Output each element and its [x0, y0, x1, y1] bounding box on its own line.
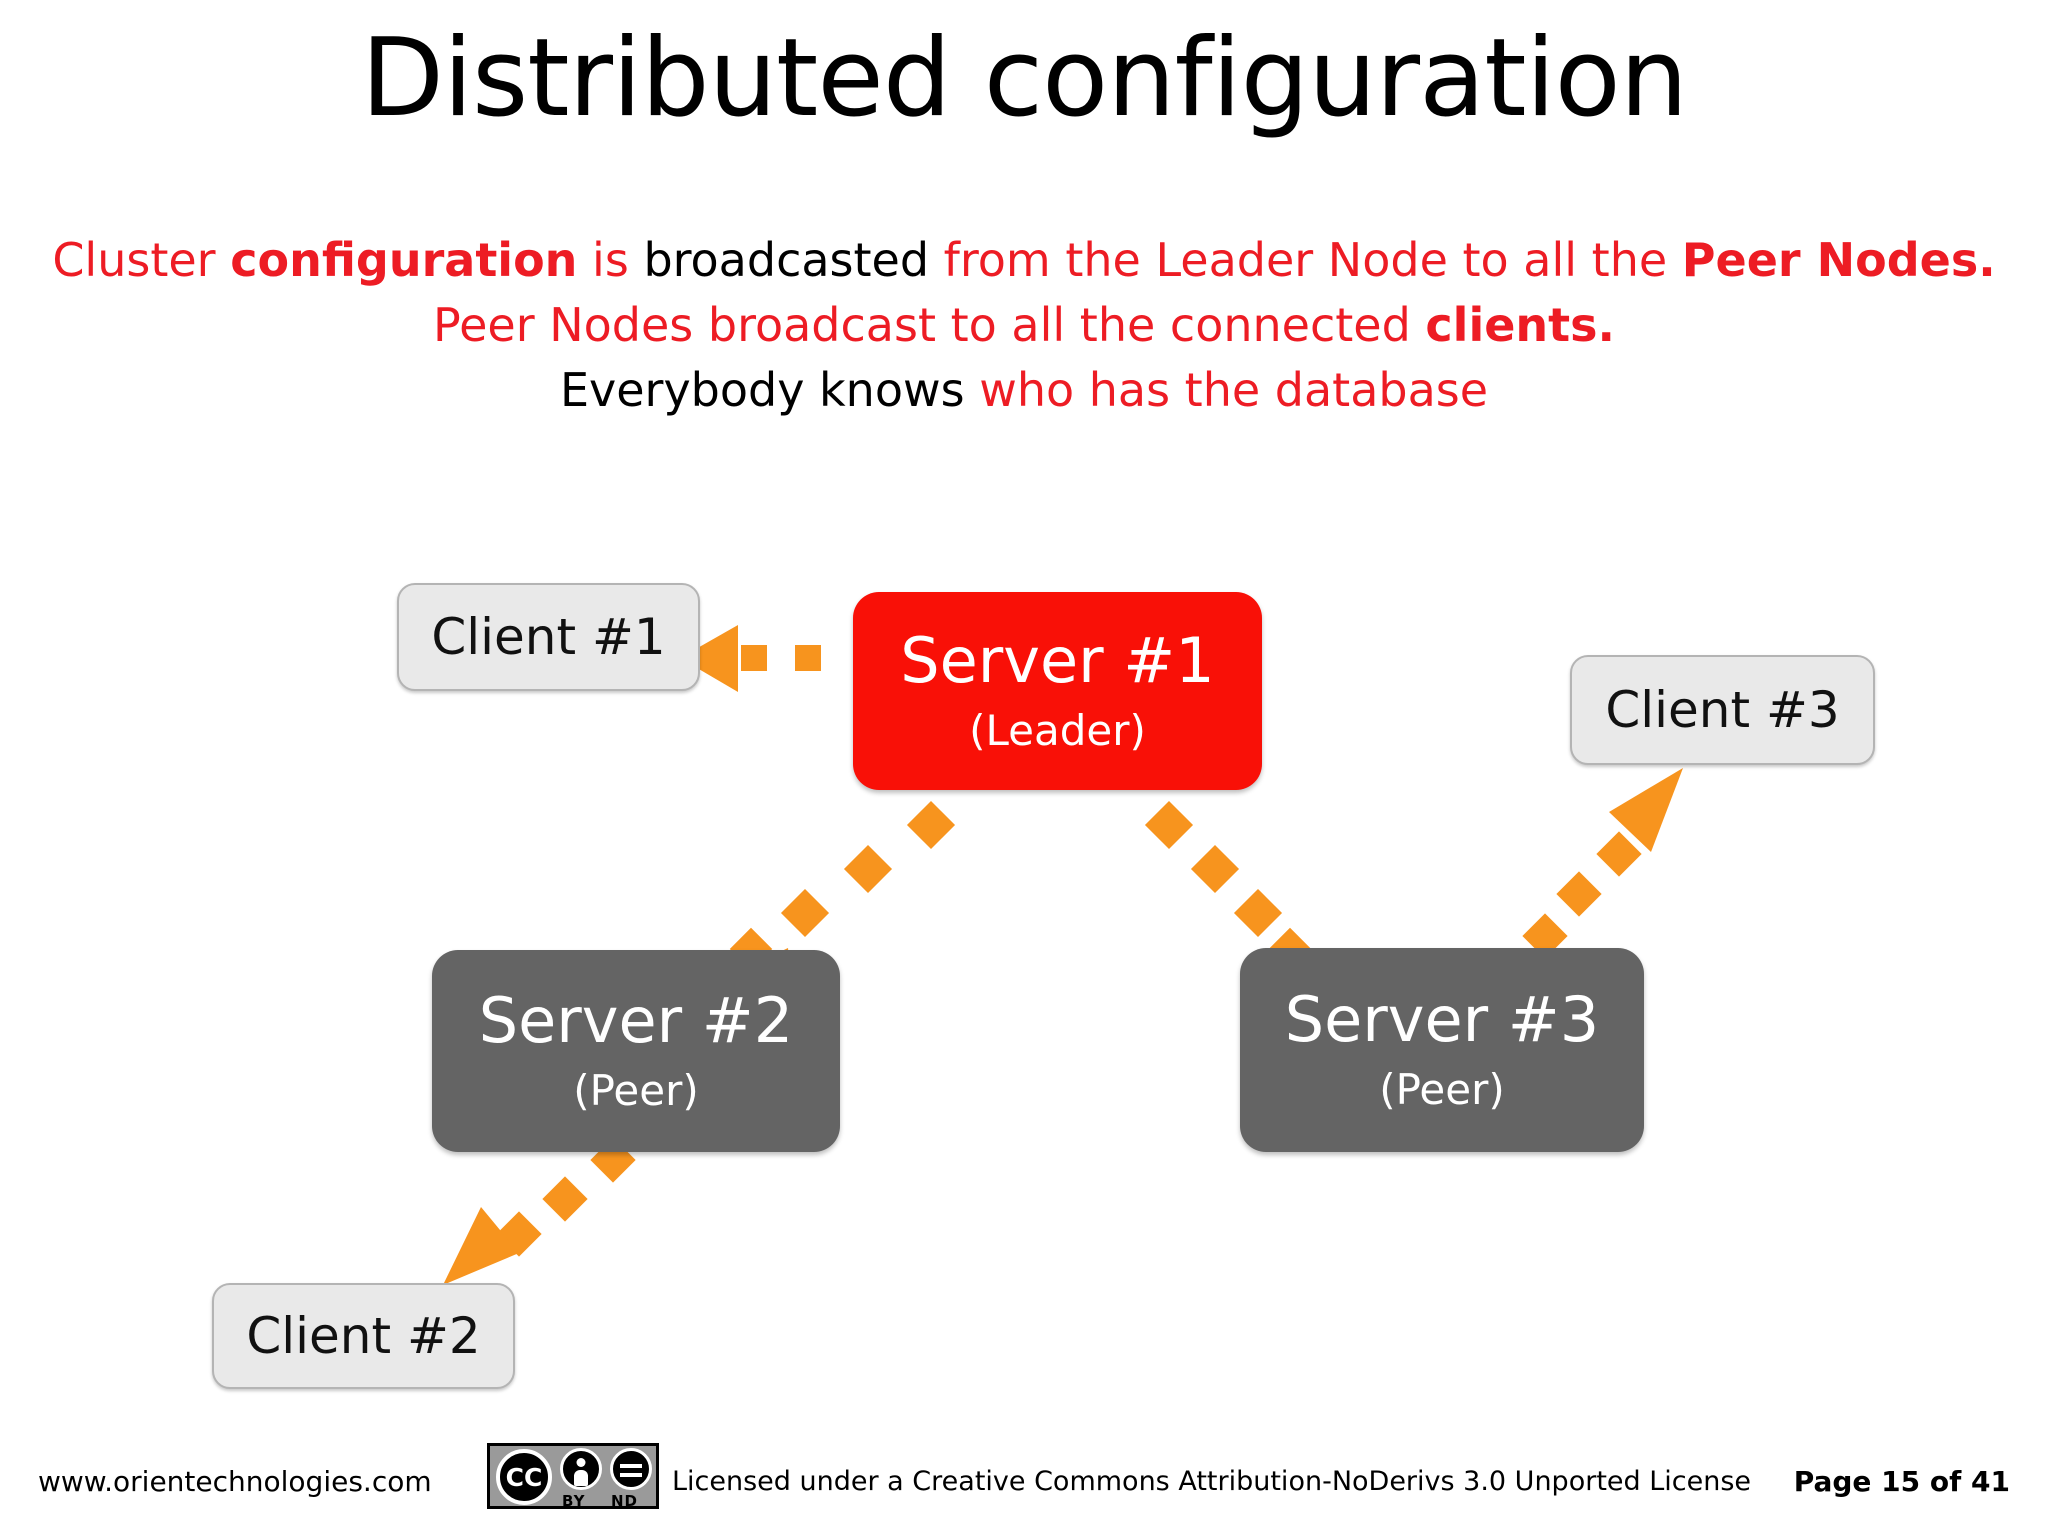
- node-client-1-label: Client #1: [431, 608, 666, 666]
- cc-by-label: BY: [562, 1492, 586, 1510]
- subtitle-run-1-6: Peer Nodes.: [1681, 233, 1996, 287]
- arrow-server3-to-client3: [1522, 768, 1683, 959]
- arrow-server2-to-client2: [443, 1137, 636, 1285]
- arrow-server1-to-client1: [680, 625, 881, 692]
- node-server-1-leader[interactable]: Server #1 (Leader): [853, 592, 1262, 790]
- equals-bar-top: [620, 1464, 642, 1468]
- subtitle-run-1-1: Cluster: [52, 233, 231, 287]
- footer-page-number: Page 15 of 41: [1793, 1465, 2010, 1498]
- subtitle-line-3: Everybody knows who has the database: [0, 358, 2048, 423]
- subtitle-run-3-1: Everybody knows: [559, 363, 980, 417]
- slide-footer: www.orientechnologies.com CC BY ND Licen…: [0, 1443, 2048, 1513]
- cc-icon: CC: [496, 1449, 552, 1505]
- page-title: Distributed configuration: [360, 16, 1688, 141]
- node-client-1[interactable]: Client #1: [397, 583, 700, 691]
- subtitle-run-1-3: is: [577, 233, 644, 287]
- subtitle-run-1-5: from the Leader Node to all the: [929, 233, 1682, 287]
- node-server-3-label: Server #3: [1284, 983, 1600, 1056]
- node-client-2[interactable]: Client #2: [212, 1283, 515, 1389]
- cc-by-person-icon: [560, 1448, 602, 1490]
- node-client-3-label: Client #3: [1605, 681, 1840, 739]
- equals-bar-bottom: [620, 1473, 642, 1477]
- subtitle-line-2: Peer Nodes broadcast to all the connecte…: [0, 293, 2048, 358]
- node-server-2-label: Server #2: [478, 984, 794, 1057]
- node-server-1-label: Server #1: [900, 624, 1215, 697]
- person-body-shape: [574, 1470, 588, 1486]
- subtitle-run-1-4: broadcasted: [643, 233, 930, 287]
- subtitle-run-2-2: clients.: [1425, 298, 1615, 352]
- subtitle-block: Cluster configuration is broadcasted fro…: [0, 228, 2048, 423]
- person-head-shape: [576, 1458, 586, 1467]
- node-client-2-label: Client #2: [246, 1307, 481, 1365]
- subtitle-run-2-1: Peer Nodes broadcast to all the connecte…: [433, 298, 1426, 352]
- node-client-3[interactable]: Client #3: [1570, 655, 1875, 765]
- node-server-2-peer[interactable]: Server #2 (Peer): [432, 950, 840, 1152]
- footer-license-text: Licensed under a Creative Commons Attrib…: [672, 1466, 1752, 1497]
- node-server-2-role: (Peer): [573, 1066, 699, 1115]
- node-server-1-role: (Leader): [969, 706, 1146, 755]
- subtitle-run-3-2: who has the database: [979, 363, 1489, 417]
- node-server-3-role: (Peer): [1379, 1065, 1505, 1114]
- cc-nd-label: ND: [611, 1492, 639, 1510]
- footer-website[interactable]: www.orientechnologies.com: [38, 1465, 432, 1498]
- cc-nd-equals-icon: [610, 1448, 652, 1490]
- node-server-3-peer[interactable]: Server #3 (Peer): [1240, 948, 1644, 1152]
- subtitle-line-1: Cluster configuration is broadcasted fro…: [0, 228, 2048, 293]
- creative-commons-badge: CC BY ND: [487, 1443, 659, 1510]
- subtitle-run-1-2: configuration: [230, 233, 578, 287]
